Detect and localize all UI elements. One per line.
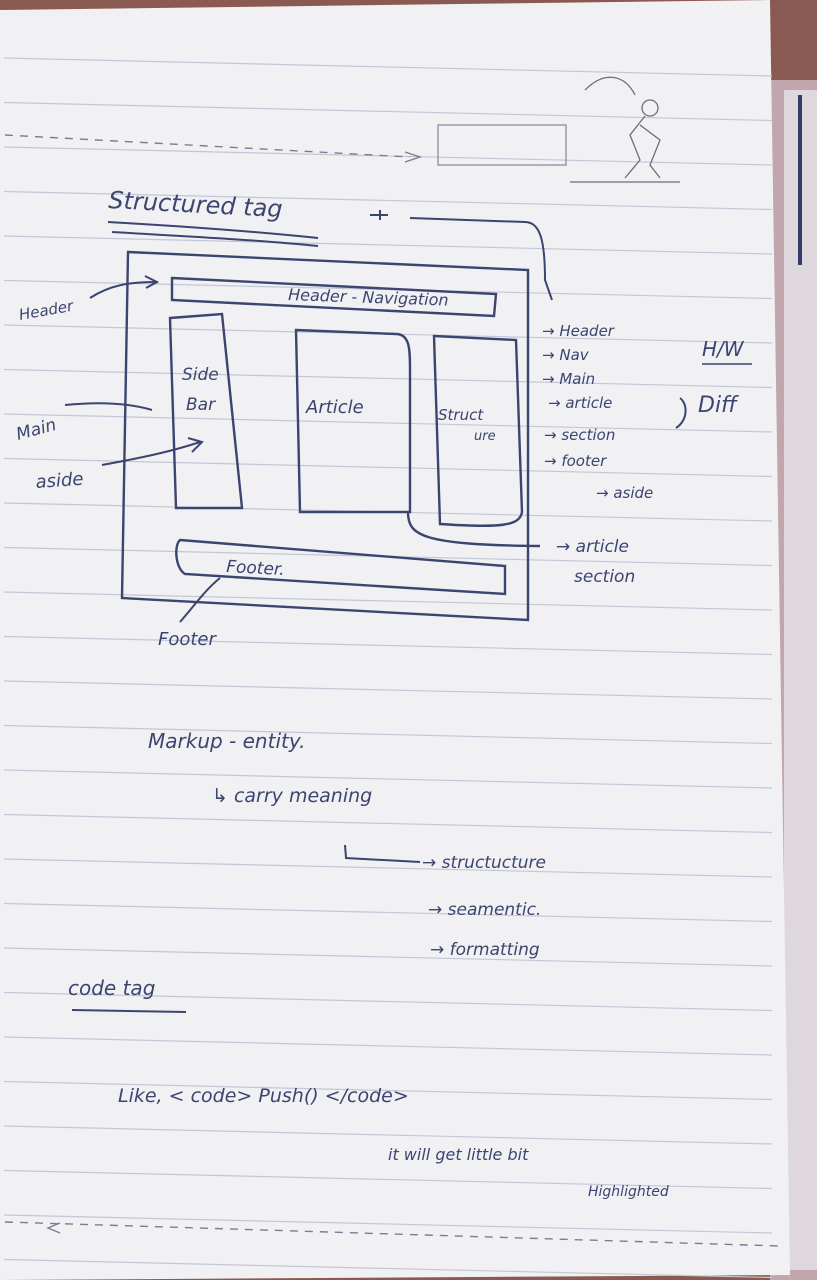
article-label: Article: [305, 397, 364, 418]
tag-list-item: → aside: [596, 484, 653, 502]
climber-illustration: [570, 76, 680, 183]
example-note-1: it will get little bit: [388, 1145, 529, 1164]
ruled-line: [3, 947, 773, 967]
heading-underline: [107, 221, 319, 239]
page-frame: [120, 250, 530, 622]
structure-label-1: Struct: [438, 406, 484, 424]
ruled-line: [3, 813, 773, 834]
diff-item-section: section: [574, 567, 635, 587]
example-note-2: Highlighted: [588, 1184, 669, 1200]
bottom-dashed-line: [4, 1221, 781, 1247]
diff-label: Diff: [698, 393, 739, 418]
ruled-line: [3, 1036, 773, 1056]
aside-arrow: [101, 437, 204, 466]
bottom-dashed-arrowhead: [46, 1222, 61, 1234]
header-arrow: [89, 275, 160, 299]
sidebar-box: [168, 312, 244, 510]
notebook-page: [0, 0, 790, 1280]
top-dashed-line: [4, 134, 411, 158]
ruled-line: [3, 769, 773, 789]
ruled-line: [3, 858, 773, 878]
layout-diagram: [120, 250, 541, 622]
heading-connector-line: [409, 217, 553, 301]
ruled-lines: [3, 57, 773, 1279]
markup-line: Markup - entity.: [148, 729, 305, 753]
tag-list-item: → article: [548, 394, 612, 412]
structure-label-2: ure: [474, 429, 496, 444]
left-label-aside: aside: [35, 469, 84, 493]
code-tag-underline: [71, 1009, 187, 1013]
tag-list-item: → Header: [542, 322, 615, 340]
carry-branch: [344, 844, 421, 863]
footer-arrow: [179, 577, 221, 623]
ruled-line: [3, 368, 773, 389]
ruled-line: [3, 991, 773, 1012]
article-box: [294, 328, 412, 514]
tag-list-item: → Nav: [542, 346, 590, 364]
structure-box: [432, 334, 524, 528]
code-tag-heading: code tag: [68, 976, 155, 1000]
heading-dash: [370, 210, 388, 220]
ruled-line: [3, 635, 773, 656]
hw-label: H/W: [702, 337, 745, 361]
header-bar: [170, 276, 498, 318]
example-line: Like, < code> Push() </code>: [118, 1085, 409, 1107]
ruled-line: [3, 680, 773, 700]
page-edge-mark: [798, 95, 802, 265]
ruled-line: [3, 190, 773, 211]
notebook-pages-stack: [784, 90, 817, 1270]
ruled-line: [3, 1125, 773, 1145]
markup-item-1: → structucture: [422, 853, 546, 873]
tag-list-item: → footer: [544, 452, 607, 470]
ruled-line: [3, 1214, 773, 1234]
sidebar-label-1: Side: [182, 365, 219, 385]
markup-item-2: → seamentic.: [428, 900, 541, 920]
ruled-line: [3, 902, 773, 923]
ruled-line: [3, 591, 773, 611]
ruled-line: [3, 457, 773, 478]
diff-connector: [406, 511, 541, 548]
main-arrow: [64, 402, 153, 411]
sidebar-label-2: Bar: [186, 395, 216, 415]
ruled-line: [3, 724, 773, 745]
footer-bar: [175, 538, 507, 596]
footer-bar-label: Footer.: [226, 557, 286, 580]
ruled-line: [3, 57, 773, 77]
heading-underline-2: [111, 231, 319, 247]
carry-meaning-line: ↳ carry meaning: [212, 785, 372, 807]
ruled-line: [3, 1258, 773, 1279]
diff-item-article: → article: [556, 537, 629, 557]
dashed-arrowhead: [404, 151, 423, 163]
ruled-line: [3, 1080, 773, 1101]
tag-list-item: → Main: [542, 370, 595, 388]
ruled-line: [3, 1169, 773, 1190]
markup-item-3: → formatting: [430, 940, 540, 960]
left-label-footer: Footer: [158, 629, 218, 650]
tag-list-item: → section: [544, 426, 615, 444]
diff-bracket: [675, 397, 687, 429]
ruled-line: [3, 235, 773, 255]
printed-box: [437, 124, 567, 166]
ruled-line: [3, 413, 773, 433]
ruled-line: [3, 146, 773, 166]
